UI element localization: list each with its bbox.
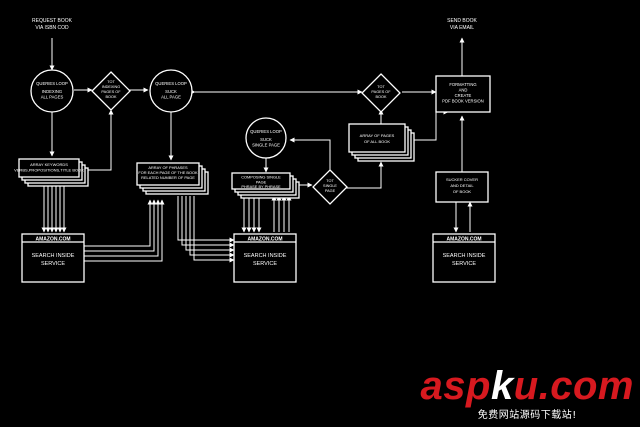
watermark-tagline: 免费网站源码下载站! <box>477 410 577 421</box>
watermark-logo: aspku.com <box>420 364 634 408</box>
watermark: aspku.com 免费网站源码下载站! <box>421 366 634 421</box>
connectors <box>41 37 473 263</box>
svg-text:AMAZON.COM: AMAZON.COM <box>36 237 71 243</box>
svg-text:AMAZON.COM: AMAZON.COM <box>248 237 283 243</box>
svg-text:AMAZON.COM: AMAZON.COM <box>447 237 482 243</box>
